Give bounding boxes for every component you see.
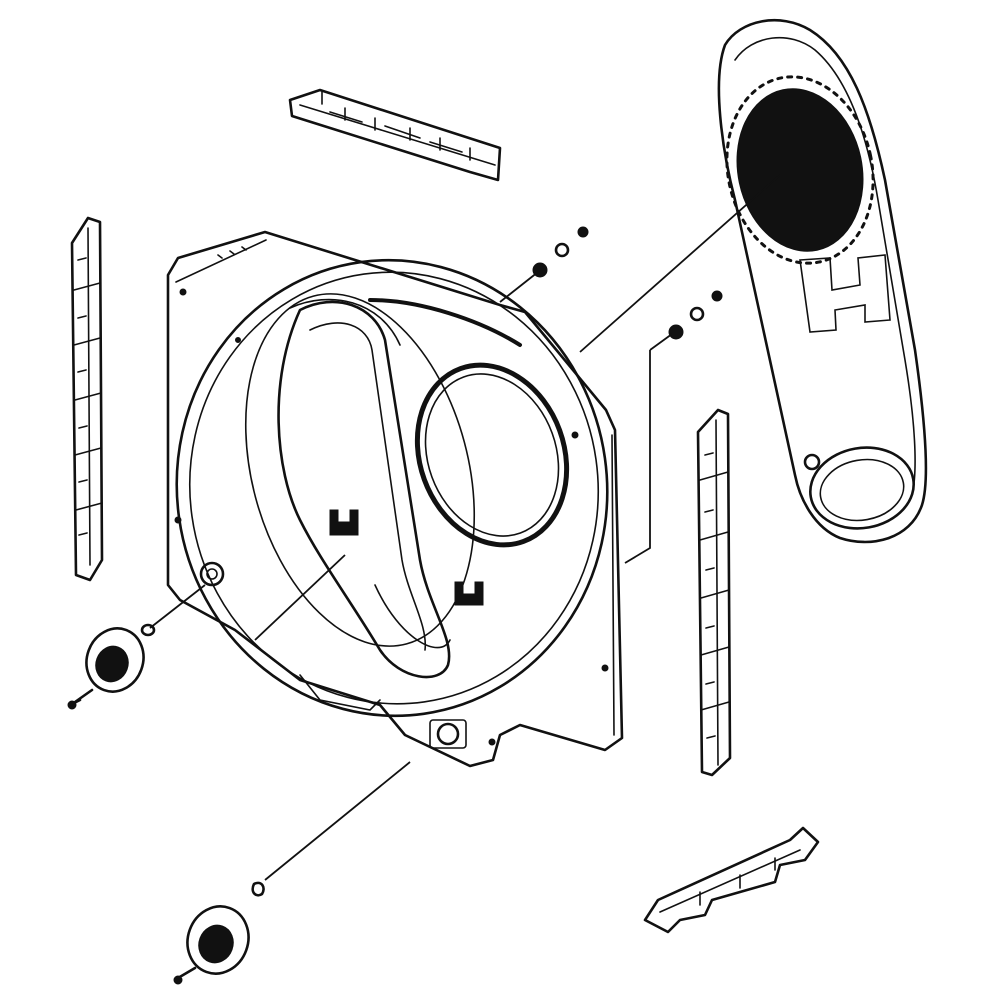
blower-housing-seal <box>368 298 522 347</box>
lower-baffle-strip <box>643 826 820 934</box>
left-vertical-baffle <box>70 216 104 582</box>
mounting-screws <box>532 226 723 340</box>
drum-opening-seal <box>414 362 570 548</box>
exhaust-duct-cover <box>277 300 484 679</box>
leader-lines <box>149 174 781 881</box>
rear-blower-housing <box>717 18 928 544</box>
upper-baffle-strip <box>288 88 502 182</box>
upper-roller-assembly <box>67 623 156 710</box>
bulkhead-panel <box>166 230 624 768</box>
lower-roller-assembly <box>173 881 265 985</box>
right-vertical-baffle <box>696 408 732 777</box>
